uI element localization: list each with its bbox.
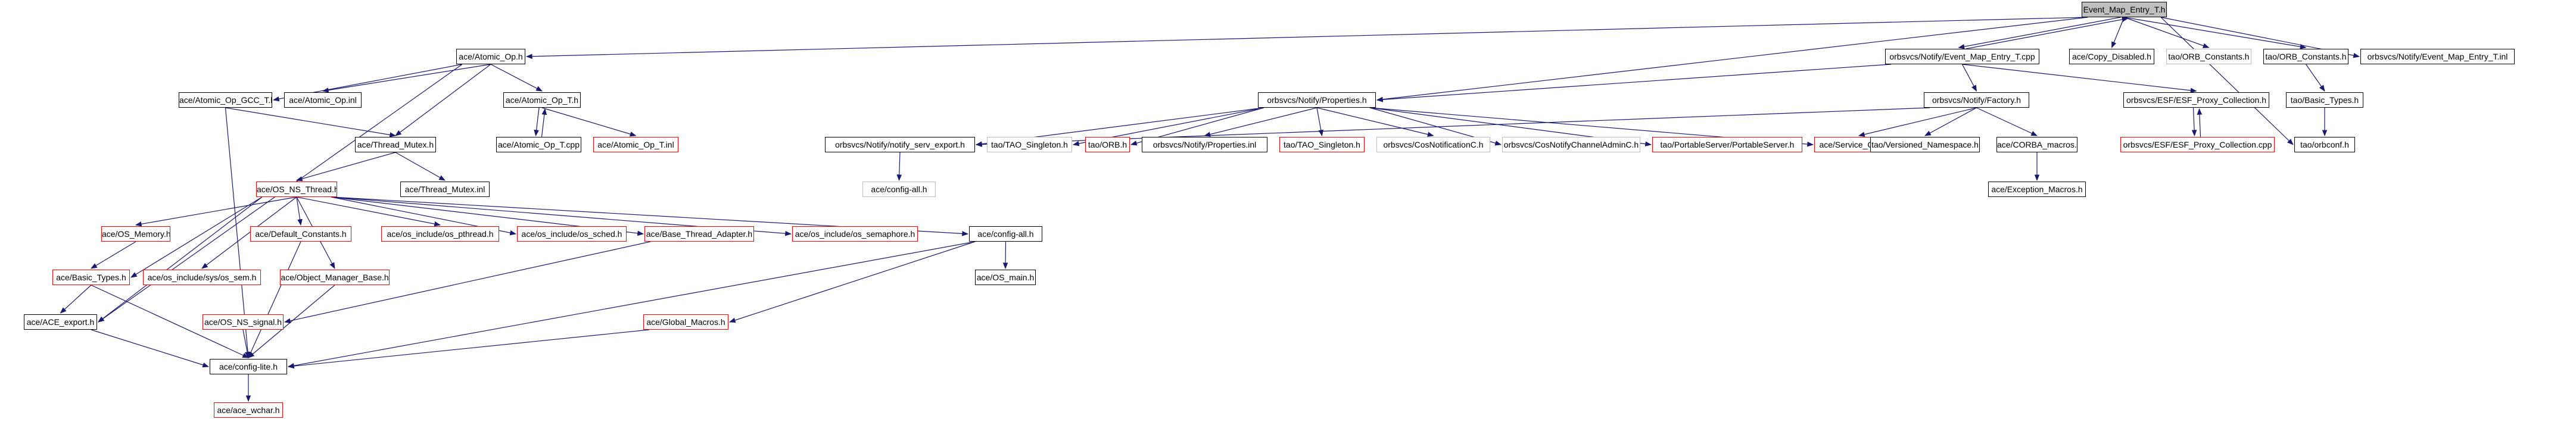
edge-atomic_op_t_cpp-to-atomic_op_t_h <box>541 108 547 137</box>
edge-default_constants-to-config_lite <box>248 241 301 358</box>
graph-node-default_constants[interactable]: ace/Default_Constants.h <box>250 226 351 242</box>
edge-basic_types-to-ace_export <box>60 285 92 314</box>
graph-node-corba_macros[interactable]: ace/CORBA_macros.h <box>1996 137 2077 152</box>
graph-node-root: Event_Map_Entry_T.h <box>2082 2 2167 17</box>
graph-node-cos_notification[interactable]: orbsvcs/CosNotificationC.h <box>1376 137 1490 152</box>
graph-node-versioned_ns[interactable]: tao/Versioned_Namespace.h <box>1870 137 1980 152</box>
graph-node-atomic_op_t_inl[interactable]: ace/Atomic_Op_T.inl <box>593 137 678 152</box>
edge-atomic_op-to-atomic_op_inl <box>322 64 491 93</box>
edge-root-to-copy_disabled <box>2111 17 2125 48</box>
graph-node-basic_types[interactable]: ace/Basic_Types.h <box>52 270 130 285</box>
graph-node-global_macros[interactable]: ace/Global_Macros.h <box>643 314 728 330</box>
edge-emet_cpp-to-esf_proxy_h <box>1962 64 2197 93</box>
edge-atomic_op_gcc-to-thread_mutex_h <box>225 107 397 137</box>
edge-os_ns_thread-to-os_pthread <box>296 196 441 227</box>
graph-node-os_sched[interactable]: ace/os_include/os_sched.h <box>517 226 627 242</box>
edge-os_ns_thread-to-ace_export <box>98 196 263 323</box>
edge-factory-to-serv_export <box>975 107 1930 147</box>
edge-thread_mutex_h-to-os_ns_thread <box>295 152 396 182</box>
edge-os_ns_thread-to-os_sem <box>201 196 297 269</box>
edge-esf_proxy_cpp-to-esf_proxy_h <box>2197 108 2203 137</box>
graph-node-atomic_op_t_cpp[interactable]: ace/Atomic_Op_T.cpp <box>496 137 581 152</box>
edge-config_all_black-to-os_main <box>1002 241 1008 270</box>
graph-node-tao_orb_h[interactable]: tao/ORB.h <box>1085 137 1130 152</box>
graph-node-os_ns_signal[interactable]: ace/OS_NS_signal.h <box>203 314 284 330</box>
edge-ace_export-to-config_lite <box>91 329 210 368</box>
graph-node-base_thread_adapter[interactable]: ace/Base_Thread_Adapter.h <box>644 226 754 242</box>
edge-root-to-orb_constants_gray <box>2124 17 2210 48</box>
edge-os_ns_signal-to-config_lite <box>242 329 250 359</box>
graph-node-object_manager_base[interactable]: ace/Object_Manager_Base.h <box>280 270 390 285</box>
edge-factory-to-versioned_ns <box>1924 107 1977 136</box>
edge-base_thread_adapter-to-os_ns_signal <box>284 241 651 324</box>
graph-node-exception_macros[interactable]: ace/Exception_Macros.h <box>1988 182 2086 197</box>
graph-node-esf_proxy_cpp[interactable]: orbsvcs/ESF/ESF_Proxy_Collection.cpp <box>2120 137 2275 152</box>
edge-serv_export-to-config_all_gray <box>896 152 902 182</box>
graph-node-properties_inl[interactable]: orbsvcs/Notify/Properties.inl <box>1142 137 1267 152</box>
graph-node-config_lite[interactable]: ace/config-lite.h <box>210 359 287 374</box>
graph-node-ace_wchar[interactable]: ace/ace_wchar.h <box>214 402 283 418</box>
graph-node-orb_constants_black[interactable]: tao/ORB_Constants.h <box>2263 49 2348 64</box>
graph-node-orbconf[interactable]: tao/orbconf.h <box>2294 137 2355 152</box>
edge-root-to-orbconf <box>2160 17 2294 145</box>
edge-basic_types-to-config_lite <box>91 285 249 358</box>
graph-node-tao_basic_types[interactable]: tao/Basic_Types.h <box>2286 92 2363 108</box>
graph-node-tao_singleton_red[interactable]: tao/TAO_Singleton.h <box>1279 137 1365 152</box>
edge-global_macros-to-config_lite <box>287 329 650 369</box>
graph-node-atomic_op[interactable]: ace/Atomic_Op.h <box>456 49 525 64</box>
edge-object_manager_base-to-config_lite <box>248 285 335 358</box>
edge-atomic_op-to-thread_mutex_h <box>395 64 491 136</box>
graph-node-atomic_op_inl[interactable]: ace/Atomic_Op.inl <box>284 92 362 108</box>
edge-os_memory-to-basic_types <box>91 241 136 269</box>
edge-config_all_black-to-config_lite <box>287 241 976 368</box>
edge-emet_cpp-to-root <box>1966 17 2129 49</box>
edge-root-to-orb_constants_black <box>2124 17 2307 49</box>
edge-factory-to-service_object <box>1858 107 1977 137</box>
graph-node-config_all_gray[interactable]: ace/config-all.h <box>862 182 936 197</box>
graph-node-tao_singleton_gray[interactable]: tao/TAO_Singleton.h <box>987 137 1072 152</box>
edges <box>60 17 2360 402</box>
graph-node-thread_mutex_h[interactable]: ace/Thread_Mutex.h <box>355 137 436 152</box>
edge-thread_mutex_h-to-thread_mutex_inl <box>395 152 446 181</box>
graph-node-config_all_black[interactable]: ace/config-all.h <box>969 226 1042 242</box>
edge-root-to-emet_cpp <box>1958 17 2121 49</box>
edge-atomic_op_t_h-to-atomic_op_t_cpp <box>534 107 540 137</box>
graph-node-emet_cpp[interactable]: orbsvcs/Notify/Event_Map_Entry_T.cpp <box>1885 49 2039 64</box>
edge-atomic_op-to-atomic_op_t_h <box>490 64 543 92</box>
graph-node-properties_h[interactable]: orbsvcs/Notify/Properties.h <box>1258 92 1376 108</box>
graph-node-atomic_op_gcc[interactable]: ace/Atomic_Op_GCC_T.h <box>179 92 272 108</box>
graph-node-ace_export[interactable]: ace/ACE_export.h <box>24 314 97 330</box>
graph-node-os_pthread[interactable]: ace/os_include/os_pthread.h <box>381 226 499 242</box>
graph-node-os_sem[interactable]: ace/os_include/sys/os_sem.h <box>143 270 261 285</box>
graph-node-esf_proxy_h[interactable]: orbsvcs/ESF/ESF_Proxy_Collection.h <box>2123 92 2269 108</box>
edge-root-to-atomic_op <box>525 17 2088 60</box>
edge-emet_cpp-to-properties_h <box>1376 64 1892 102</box>
edge-factory-to-corba_macros <box>1976 107 2038 136</box>
edge-os_ns_thread-to-basic_types <box>130 196 263 278</box>
edge-properties_h-to-cos_notification <box>1316 107 1434 137</box>
graph-node-thread_mutex_inl[interactable]: ace/Thread_Mutex.inl <box>400 182 490 197</box>
graph-node-serv_export[interactable]: orbsvcs/Notify/notify_serv_export.h <box>825 137 975 152</box>
edge-properties_h-to-properties_inl <box>1204 107 1317 137</box>
edge-config_all_black-to-global_macros <box>728 241 976 323</box>
edge-properties_h-to-tao_singleton_red <box>1316 107 1324 137</box>
graph-node-portable_server[interactable]: tao/PortableServer/PortableServer.h <box>1652 137 1802 152</box>
edge-os_ns_thread-to-os_memory <box>135 196 297 227</box>
graph-node-os_main[interactable]: ace/OS_main.h <box>975 270 1036 285</box>
graph-node-atomic_op_t_h[interactable]: ace/Atomic_Op_T.h <box>503 92 581 108</box>
graph-node-orb_constants_gray[interactable]: tao/ORB_Constants.h <box>2166 49 2251 64</box>
graph-node-os_memory[interactable]: ace/OS_Memory.h <box>101 226 170 242</box>
edge-os_ns_thread-to-default_constants <box>296 196 303 226</box>
edge-atomic_op_t_h-to-atomic_op_t_inl <box>541 107 637 137</box>
graph-node-os_ns_thread[interactable]: ace/OS_NS_Thread.h <box>256 182 337 197</box>
graph-node-copy_disabled[interactable]: ace/Copy_Disabled.h <box>2069 49 2154 64</box>
edge-orb_constants_black-to-tao_basic_types <box>2306 64 2325 92</box>
graph-node-emet_inl[interactable]: orbsvcs/Notify/Event_Map_Entry_T.inl <box>2360 49 2515 64</box>
edge-root-to-properties_h <box>1376 17 2088 102</box>
graph-node-os_semaphore[interactable]: ace/os_include/os_semaphore.h <box>792 226 918 242</box>
edge-emet_cpp-to-factory <box>1961 64 1977 92</box>
graph-node-cos_notify_admin[interactable]: orbsvcs/CosNotifyChannelAdminC.h <box>1502 137 1640 152</box>
edge-esf_proxy_h-to-esf_proxy_cpp <box>2191 107 2197 137</box>
graph-node-factory[interactable]: orbsvcs/Notify/Factory.h <box>1924 92 2029 108</box>
